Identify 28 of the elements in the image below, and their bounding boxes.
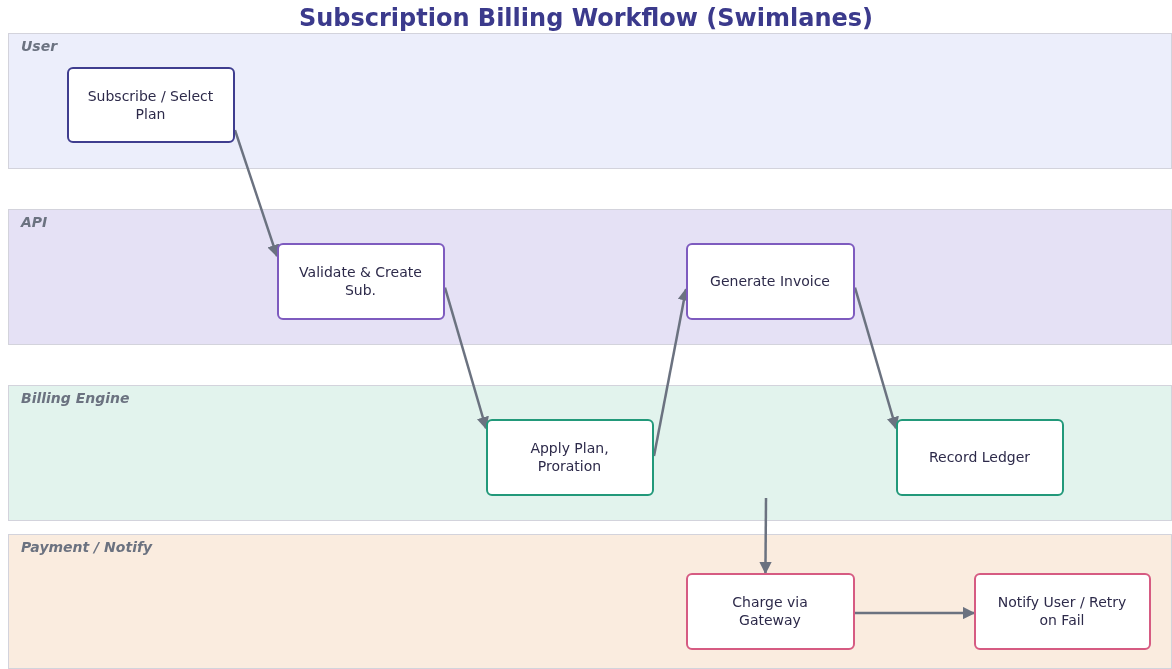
- lane-label: User: [21, 38, 58, 54]
- process-box: [973, 572, 1151, 650]
- arrow: [853, 287, 899, 430]
- box-label: Subscribe / Select Plan: [86, 86, 215, 123]
- process-box: [895, 418, 1064, 496]
- arrow: [233, 129, 280, 258]
- arrow: [759, 498, 772, 575]
- box-label: Charge via Gateway: [731, 593, 809, 629]
- swimlane-band: [8, 534, 1172, 669]
- process-box: [485, 418, 654, 496]
- box-label: Apply Plan, Proration: [529, 439, 610, 475]
- lane-label: Billing Engine: [21, 390, 130, 406]
- box-label: Generate Invoice: [710, 272, 830, 290]
- box-label: Notify User / Retry on Fail: [996, 593, 1128, 629]
- diagram-title: Subscription Billing Workflow (Swimlanes): [297, 4, 875, 32]
- swimlane-band: [8, 385, 1172, 521]
- process-box: [66, 66, 235, 143]
- process-box: [276, 242, 445, 320]
- arrow: [443, 287, 489, 430]
- box-label: Validate & Create Sub.: [298, 263, 423, 299]
- arrow: [855, 606, 976, 620]
- swimlane-band: [8, 209, 1172, 345]
- swimlane-band: [8, 33, 1172, 169]
- lane-label: API: [21, 214, 48, 230]
- box-label: Record Ledger: [928, 448, 1031, 466]
- lane-label: Payment / Notify: [21, 539, 153, 555]
- process-box: [685, 572, 855, 650]
- process-box: [685, 242, 855, 320]
